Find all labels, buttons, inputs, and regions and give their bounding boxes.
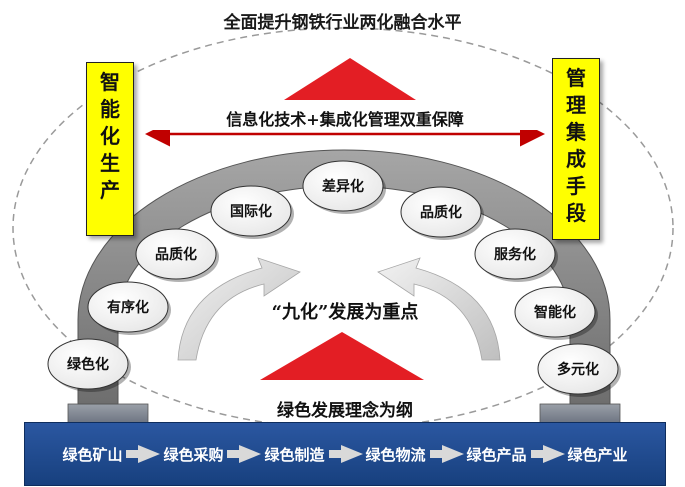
arch-node-label: 品质化 — [155, 247, 197, 263]
bottom-label: 绿色发展理念为纲 — [277, 401, 413, 421]
arch-node-ellipse — [210, 185, 292, 237]
right-box-char: 集 — [566, 120, 586, 144]
middle-banner-label: 信息化技术+集成化管理双重保障 — [150, 106, 540, 130]
arch-node-ellipse — [87, 281, 169, 333]
arch-node-ellipse — [474, 228, 556, 280]
arch-node-ellipse — [302, 160, 384, 212]
chain-item: 绿色采购 — [163, 445, 224, 464]
left-box-char: 产 — [100, 178, 120, 202]
right-box-char: 段 — [566, 201, 586, 225]
left-box-char: 智 — [100, 70, 120, 94]
chain-arrow-icon — [126, 445, 163, 463]
right-box-char: 成 — [566, 147, 586, 171]
arch-node-label: 绿色化 — [67, 357, 109, 373]
right-box-char: 理 — [566, 93, 586, 117]
right-yellow-box: 管理集成手段 — [552, 58, 600, 240]
left-pedestal — [67, 403, 149, 425]
chain-item: 绿色制造 — [264, 445, 325, 464]
arch-node-label: 有序化 — [107, 300, 149, 316]
bottom-red-triangle — [260, 332, 424, 380]
arch-node-label: 服务化 — [494, 247, 536, 263]
chain-arrow-icon — [530, 445, 568, 463]
arch-node-ellipse — [135, 228, 217, 280]
chain-item: 绿色产业 — [567, 445, 628, 464]
right-box-char: 手 — [566, 174, 586, 198]
arch-node-ellipse — [47, 338, 129, 390]
right-pedestal — [539, 403, 621, 425]
arch-node-label: 国际化 — [230, 204, 272, 220]
arch-nodes — [47, 160, 621, 397]
left-box-char: 生 — [100, 151, 120, 175]
center-label: “九化”发展为重点 — [271, 302, 419, 323]
green-chain-bar: 绿色矿山 绿色采购 绿色制造 绿色物流 绿色产品 绿色产业 — [24, 422, 666, 486]
chain-arrow-icon — [328, 445, 366, 463]
left-box-char: 化 — [100, 124, 120, 148]
chain-item: 绿色物流 — [365, 445, 426, 464]
arch-node-label: 品质化 — [420, 205, 462, 221]
right-box-char: 管 — [566, 66, 586, 90]
chain-arrow-icon — [227, 445, 264, 463]
chain-item: 绿色矿山 — [62, 445, 123, 464]
left-curve-arrow — [177, 257, 301, 361]
arch-node-label: 智能化 — [534, 305, 576, 321]
chain-item: 绿色产品 — [466, 445, 527, 464]
arch-node-label: 差异化 — [322, 179, 364, 195]
arch-node-ellipse — [537, 343, 619, 395]
left-box-char: 能 — [100, 97, 120, 121]
arch-node-ellipse — [514, 286, 596, 338]
top-red-triangle — [284, 58, 416, 100]
left-yellow-box: 智能化生产 — [86, 62, 134, 236]
page-title: 全面提升钢铁行业两化融合水平 — [223, 13, 462, 33]
chain-arrow-icon — [429, 445, 467, 463]
arch-node-ellipse — [400, 186, 482, 238]
right-curve-arrow — [377, 257, 501, 361]
arch-node-label: 多元化 — [557, 362, 599, 378]
